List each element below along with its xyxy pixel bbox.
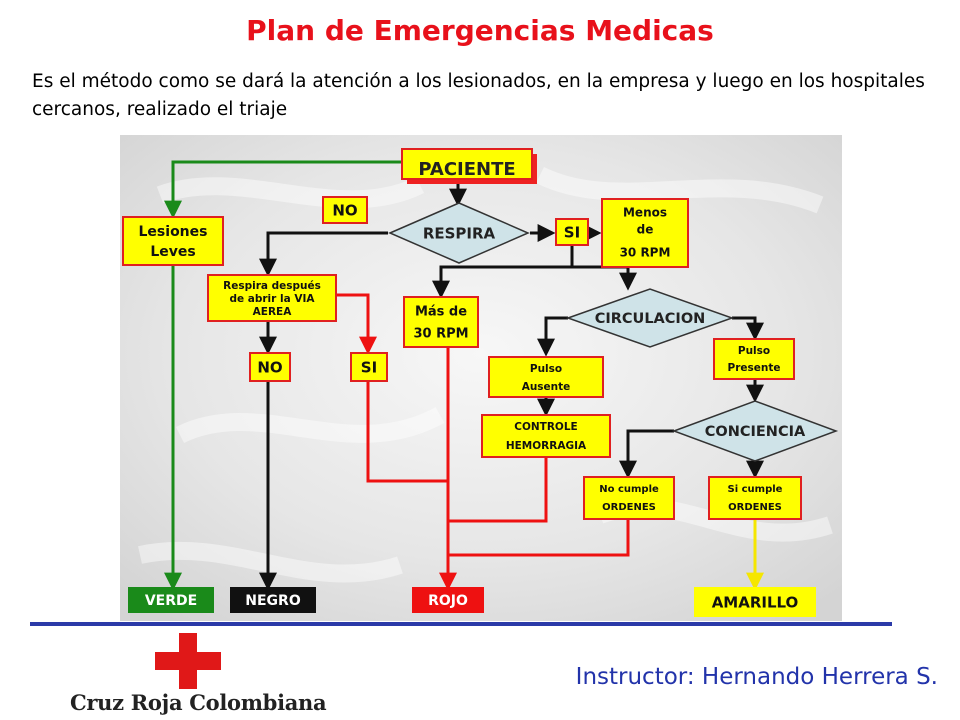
mas-line2: 30 RPM: [413, 327, 468, 342]
mas-30-rpm-node: Más de 30 RPM: [403, 296, 479, 348]
pulso-presente-line1: Pulso: [738, 345, 770, 357]
negro-label: NEGRO: [245, 593, 301, 609]
si-cumple-line1: Si cumple: [728, 484, 783, 495]
connector-circulacion-ausente: [537, 316, 568, 357]
respira-despues-line1: Respira después: [223, 280, 321, 292]
circulacion-label: CIRCULACION: [595, 311, 706, 327]
si-top-label: SI: [564, 224, 580, 242]
no-cumple-line2: ORDENES: [602, 502, 656, 513]
controle-line1: CONTROLE: [514, 421, 577, 433]
si-cumple-ordenes-node: Si cumple ORDENES: [708, 476, 802, 520]
footer-rule: [30, 622, 892, 626]
no-top-node: NO: [322, 196, 368, 224]
verde-label: VERDE: [145, 593, 197, 609]
paciente-label: PACIENTE: [418, 159, 515, 180]
circulacion-node: CIRCULACION: [565, 288, 735, 348]
si-top-node: SI: [555, 218, 589, 246]
pulso-ausente-node: Pulso Ausente: [488, 356, 604, 398]
rojo-label: ROJO: [428, 593, 468, 609]
pulso-ausente-line1: Pulso: [530, 363, 562, 375]
cloud-texture: [138, 166, 833, 583]
menos-30-rpm-node: Menos de 30 RPM: [601, 198, 689, 268]
connector-no-cumple-rojo: [448, 519, 630, 557]
no-cumple-ordenes-node: No cumple ORDENES: [583, 476, 675, 520]
connector-controle-rojo: [448, 455, 548, 523]
connector-si-mas: [432, 245, 574, 299]
verde-outcome: VERDE: [128, 587, 214, 613]
respira-despues-node: Respira después de abrir la VIA AEREA: [207, 274, 337, 322]
controle-hemorragia-node: CONTROLE HEMORRAGIA: [481, 414, 611, 458]
pulso-presente-node: Pulso Presente: [713, 338, 795, 380]
negro-outcome: NEGRO: [230, 587, 316, 613]
no-cumple-line1: No cumple: [599, 484, 659, 495]
connector-paciente-lesiones: [164, 160, 402, 219]
si-cumple-line2: ORDENES: [728, 502, 782, 513]
respira-despues-line3: AEREA: [253, 306, 293, 318]
conciencia-label: CONCIENCIA: [705, 424, 806, 440]
connector-respira-no: [259, 231, 388, 277]
menos-line1: Menos: [623, 206, 667, 220]
connector-respira-despues-si: [330, 293, 377, 355]
amarillo-outcome: AMARILLO: [694, 587, 816, 617]
respira-despues-line2: de abrir la VIA: [229, 293, 315, 305]
respira-label: RESPIRA: [423, 225, 496, 243]
page-title: Plan de Emergencias Medicas: [246, 14, 714, 47]
respira-node: RESPIRA: [388, 202, 530, 264]
si-mid-node: SI: [350, 352, 388, 382]
instructor-label: Instructor: Hernando Herrera S.: [575, 664, 938, 690]
triage-flowchart: PACIENTE RESPIRA NO SI Menos de 30 RPM L…: [120, 135, 842, 621]
lesiones-line1: Lesiones: [139, 224, 208, 240]
menos-line3: 30 RPM: [620, 246, 671, 260]
controle-line2: HEMORRAGIA: [506, 440, 587, 452]
logo-text: Cruz Roja Colombiana: [70, 690, 327, 715]
lesiones-line2: Leves: [150, 244, 195, 260]
conciencia-node: CONCIENCIA: [671, 400, 839, 462]
page-subtitle: Es el método como se dará la atención a …: [32, 71, 925, 120]
connector-conciencia-no-cumple: [619, 429, 674, 479]
mas-line1: Más de: [415, 305, 467, 320]
pulso-ausente-line2: Ausente: [522, 381, 571, 393]
rojo-outcome: ROJO: [412, 587, 484, 613]
lesiones-leves-node: Lesiones Leves: [122, 216, 224, 266]
no-top-label: NO: [332, 202, 357, 220]
connector-circulacion-presente: [732, 316, 764, 341]
amarillo-label: AMARILLO: [712, 594, 799, 612]
red-cross-icon: [155, 633, 221, 689]
si-mid-label: SI: [361, 359, 377, 377]
pulso-presente-line2: Presente: [728, 362, 781, 374]
no-mid-node: NO: [249, 352, 291, 382]
paciente-node: PACIENTE: [401, 148, 537, 184]
no-mid-label: NO: [257, 359, 282, 377]
menos-line2: de: [637, 223, 654, 237]
